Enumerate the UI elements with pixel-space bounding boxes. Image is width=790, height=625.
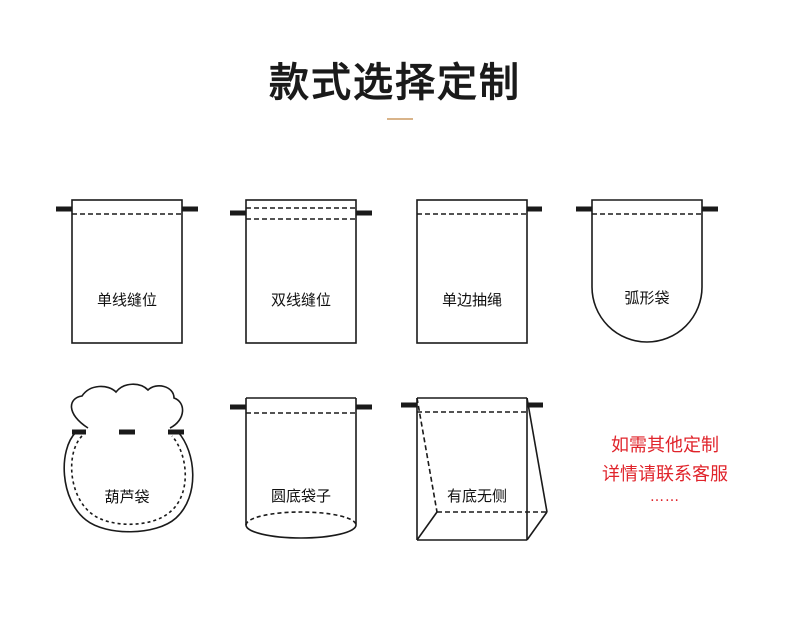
custom-note-ellipsis: …… xyxy=(650,489,680,505)
custom-note-line2: 详情请联系客服 xyxy=(602,464,728,485)
page-title: 款式选择定制 xyxy=(269,60,521,106)
label-round-bottom: 圆底袋子 xyxy=(270,487,331,505)
label-gourd: 葫芦袋 xyxy=(104,488,150,506)
label-curved: 弧形袋 xyxy=(624,289,670,307)
bag-flat-bottom xyxy=(401,397,548,541)
label-single-seam: 单线缝位 xyxy=(96,291,157,309)
label-single-side-drawstring: 单边抽绳 xyxy=(441,291,502,309)
bag-gourd xyxy=(63,383,194,533)
title-divider xyxy=(387,118,413,120)
bag-round-bottom xyxy=(230,397,372,539)
label-flat-bottom: 有底无侧 xyxy=(446,487,507,505)
bag-curved xyxy=(576,199,718,343)
bag-single-side-drawstring xyxy=(416,199,542,344)
bag-double-seam xyxy=(230,199,372,344)
bag-single-seam xyxy=(56,199,198,344)
label-double-seam: 双线缝位 xyxy=(270,291,331,309)
custom-note-line1: 如需其他定制 xyxy=(611,435,719,456)
